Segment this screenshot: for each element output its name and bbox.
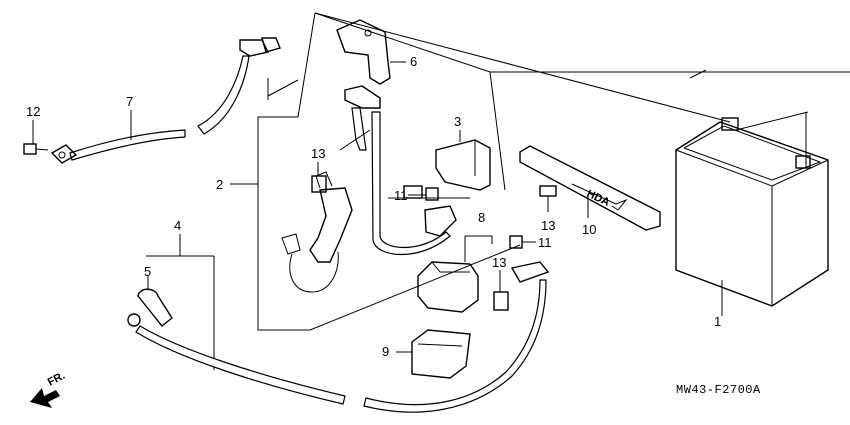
bolt-11-upper (408, 187, 439, 201)
fuse-13-mid (539, 185, 557, 212)
callout-13-bottom: 13 (492, 255, 506, 270)
callout-11-lower: 11 (538, 235, 552, 250)
starter-relay-8 (417, 235, 493, 313)
front-label: FR. (46, 370, 67, 389)
diagram-code: MW43-F2700A (676, 383, 761, 397)
callouts: 1 2 3 4 5 6 7 8 9 10 11 11 12 13 13 13 (26, 54, 721, 359)
front-arrow: FR. (30, 370, 67, 408)
callout-4: 4 (174, 218, 181, 233)
bolt-11-lower (509, 235, 536, 249)
wire-harness-2 (281, 85, 470, 293)
negative-cable-4 (127, 255, 550, 413)
callout-12: 12 (26, 104, 40, 119)
callout-2: 2 (216, 177, 223, 192)
callout-5: 5 (144, 264, 151, 279)
callout-13-left: 13 (311, 146, 325, 161)
relay-boot-9 (396, 329, 471, 379)
harness-group-outline (257, 12, 850, 331)
terminal-boot-5 (137, 276, 173, 327)
callout-7: 7 (126, 94, 133, 109)
callout-6: 6 (410, 54, 417, 69)
fuse-13-bottom (493, 270, 509, 311)
battery-1 (675, 69, 829, 316)
fuse-13-left (311, 162, 327, 193)
callout-3: 3 (454, 114, 461, 129)
fuse-cover-3 (435, 130, 491, 191)
callout-11-upper: 11 (394, 188, 408, 203)
callout-8: 8 (478, 210, 485, 225)
callout-13-mid: 13 (541, 218, 555, 233)
callout-10: 10 (582, 222, 596, 237)
strap-marking: HDA (585, 188, 612, 209)
callout-1: 1 (714, 314, 721, 329)
terminal-cover-6 (336, 19, 406, 85)
battery-cable-7 (50, 37, 299, 164)
callout-9: 9 (382, 344, 389, 359)
bolt-12 (23, 120, 49, 155)
